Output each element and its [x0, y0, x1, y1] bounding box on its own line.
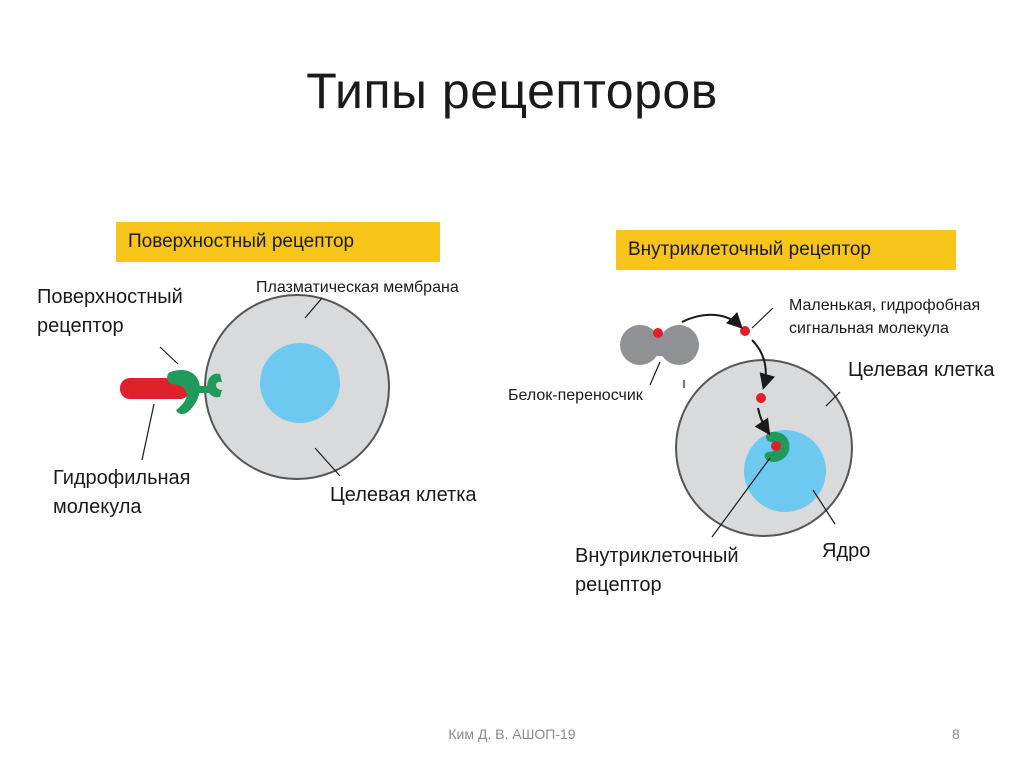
label-intracellular-line2: рецептор: [575, 574, 662, 596]
label-surface-receptor-line1: Поверхностный: [37, 286, 183, 308]
footer-page-number: 8: [952, 726, 960, 742]
surface-receptor-stem: [190, 386, 212, 393]
label-carrier-protein: Белок-переносчик: [508, 387, 643, 404]
label-hydrophilic-line1: Гидрофильная: [53, 467, 191, 489]
footer-author: Ким Д. В. АШОП-19: [448, 726, 576, 742]
slide-title: Типы рецепторов: [306, 63, 718, 119]
label-hydrophilic-molecule: Гидрофильная молекула: [53, 464, 191, 522]
label-surface-receptor-line2: рецептор: [37, 315, 124, 337]
label-nucleus: Ядро: [822, 540, 871, 562]
surface-receptor-binding: [167, 370, 200, 415]
label-intracellular-receptor: Внутриклеточный рецептор: [575, 542, 739, 600]
left-cell-nucleus: [260, 343, 340, 423]
surface-receptor-header-text: Поверхностный рецептор: [128, 231, 355, 252]
label-small-molecule-line1: Маленькая, гидрофобная: [789, 297, 981, 314]
signal-molecule-bound: [771, 441, 781, 451]
carrier-protein: [620, 325, 699, 365]
intracellular-receptor-header-text: Внутриклеточный рецептор: [628, 239, 871, 260]
label-surface-receptor: Поверхностный рецептор: [37, 283, 183, 341]
intracellular-receptor-shape: [764, 431, 790, 462]
label-plasma-membrane: Плазматическая мембрана: [256, 279, 459, 296]
label-small-molecule-line2: сигнальная молекула: [789, 320, 949, 338]
label-hydrophilic-line2: молекула: [53, 496, 142, 518]
arrow-into-cytoplasm: [751, 339, 775, 390]
label-left-target-cell: Целевая клетка: [330, 484, 477, 506]
surface-receptor-header: Поверхностный рецептор: [116, 222, 440, 262]
signal-molecule-outside: [740, 326, 750, 336]
label-right-target-cell: Целевая клетка: [848, 359, 995, 381]
intracellular-receptor-header: Внутриклеточный рецептор: [616, 230, 956, 270]
arrow-to-nucleus: [754, 407, 771, 436]
arrow-to-cell: [681, 311, 743, 329]
signal-molecule-cytoplasm: [756, 393, 766, 403]
label-intracellular-line1: Внутриклеточный: [575, 545, 739, 567]
right-cell-nucleus: [744, 430, 826, 512]
label-small-molecule: Маленькая, гидрофобная сигнальная молеку…: [789, 294, 980, 340]
